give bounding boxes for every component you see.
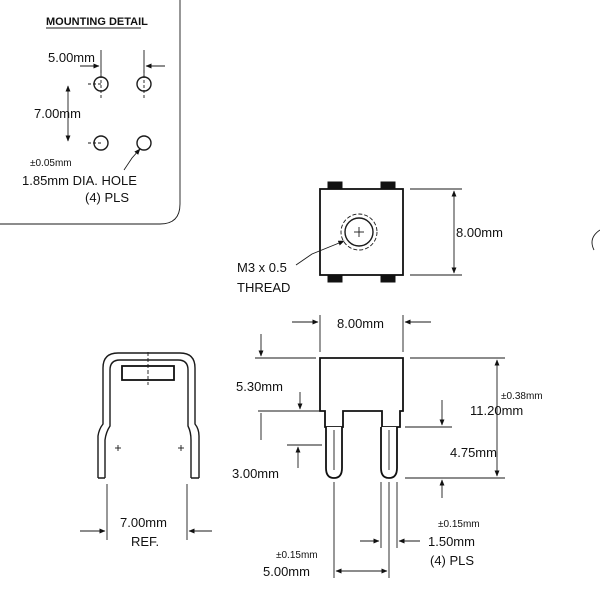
front-view-pin-count-label: (4) PLS [430, 553, 474, 568]
thread-leader [295, 240, 345, 266]
front-view-slot-label: 3.00mm [232, 466, 279, 481]
hole-count-label: (4) PLS [85, 190, 129, 205]
frame-edge-mark [591, 229, 600, 251]
side-view-width-note: REF. [131, 534, 159, 549]
thread-label-line1: M3 x 0.5 [237, 260, 287, 275]
mounting-spacing-y-label: 7.00mm [34, 106, 81, 121]
hole-callout-label: 1.85mm DIA. HOLE [22, 173, 137, 188]
front-view-pin-width-dimension [360, 482, 420, 548]
top-view-height-dimension [410, 188, 462, 276]
front-view-pin-spacing-tol: ±0.15mm [276, 550, 318, 561]
mounting-spacing-x-dimension [80, 50, 165, 77]
front-view-pin-spacing-dimension [333, 482, 390, 578]
front-view-slot-dimension [260, 413, 322, 468]
front-view-pin-length-label: 4.75mm [450, 445, 497, 460]
mounting-detail-title: MOUNTING DETAIL [46, 16, 148, 28]
mounting-spacing-x-label: 5.00mm [48, 50, 95, 65]
hole-tolerance-label: ±0.05mm [30, 158, 72, 169]
front-view-pin-width-label: 1.50mm [428, 534, 475, 549]
front-view-width-label: 8.00mm [337, 316, 384, 331]
mounting-holes [88, 70, 152, 151]
front-view-pin-width-tol: ±0.15mm [438, 519, 480, 530]
mounting-hole [136, 135, 152, 151]
mounting-hole [136, 76, 152, 92]
front-view-body-label: 5.30mm [236, 379, 283, 394]
front-view-part [319, 357, 404, 479]
front-view-total-height-tol: ±0.38mm [501, 391, 543, 402]
front-view-body-dimension [255, 334, 320, 412]
side-view-width-label: 7.00mm [120, 515, 167, 530]
top-view-height-label: 8.00mm [456, 225, 503, 240]
mounting-detail-frame [0, 0, 181, 225]
side-view-width-dimension [80, 484, 212, 540]
side-view-part [97, 352, 200, 479]
front-view-width-dimension [292, 315, 431, 352]
top-view-part [319, 181, 404, 283]
hole-callout-leader [123, 148, 141, 171]
front-view-total-height-dimension [405, 357, 505, 479]
thread-label-line2: THREAD [237, 280, 290, 295]
front-view-pin-length-dimension [405, 400, 452, 498]
front-view-pin-spacing-label: 5.00mm [263, 564, 310, 579]
front-view-total-height-label: 11.20mm [470, 403, 523, 418]
